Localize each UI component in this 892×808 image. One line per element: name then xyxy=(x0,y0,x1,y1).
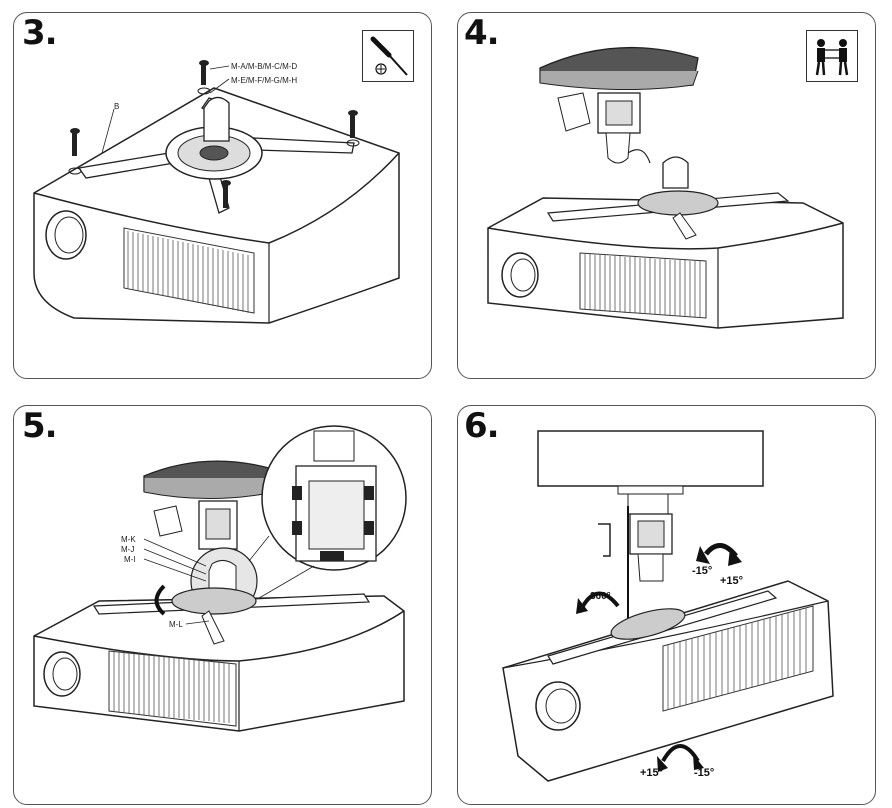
label-ml: M-L xyxy=(169,620,183,629)
step-number: 6. xyxy=(464,406,500,446)
screw-label-1: M-A/M-B/M-C/M-D xyxy=(231,62,297,71)
swivel-neg-label: -15° xyxy=(694,767,714,779)
step-4-illustration xyxy=(487,46,844,329)
tilt-neg-label: -15° xyxy=(692,565,712,577)
screw-label-2: M-E/M-F/M-G/M-H xyxy=(231,76,297,85)
label-mj: M-J xyxy=(121,545,134,554)
arm-label: B xyxy=(114,102,119,111)
label-mi: M-I xyxy=(124,555,136,564)
step-4-panel: 4. xyxy=(457,12,876,379)
step-number: 5. xyxy=(22,406,58,446)
label-mk: M-K xyxy=(121,535,136,544)
step-6-panel: 6. -15° +15° 360° xyxy=(457,405,876,805)
step-number: 3. xyxy=(22,13,58,53)
swivel-pos-label: +15° xyxy=(640,767,663,779)
screwdriver-icon xyxy=(362,30,414,82)
step-number: 4. xyxy=(464,13,500,53)
step-6-illustration: -15° +15° 360° xyxy=(502,430,834,782)
step-3-panel: 3. xyxy=(13,12,432,379)
step-5-panel: 5. xyxy=(13,405,432,805)
tilt-pos-label: +15° xyxy=(720,575,743,587)
step-3-illustration: M-A/M-B/M-C/M-D M-E/M-F/M-G/M-H B xyxy=(33,60,400,324)
rotate-label: 360° xyxy=(590,591,611,602)
step-5-illustration: M-K M-J M-I M-L xyxy=(33,425,407,732)
two-person-lift-icon xyxy=(806,30,858,82)
